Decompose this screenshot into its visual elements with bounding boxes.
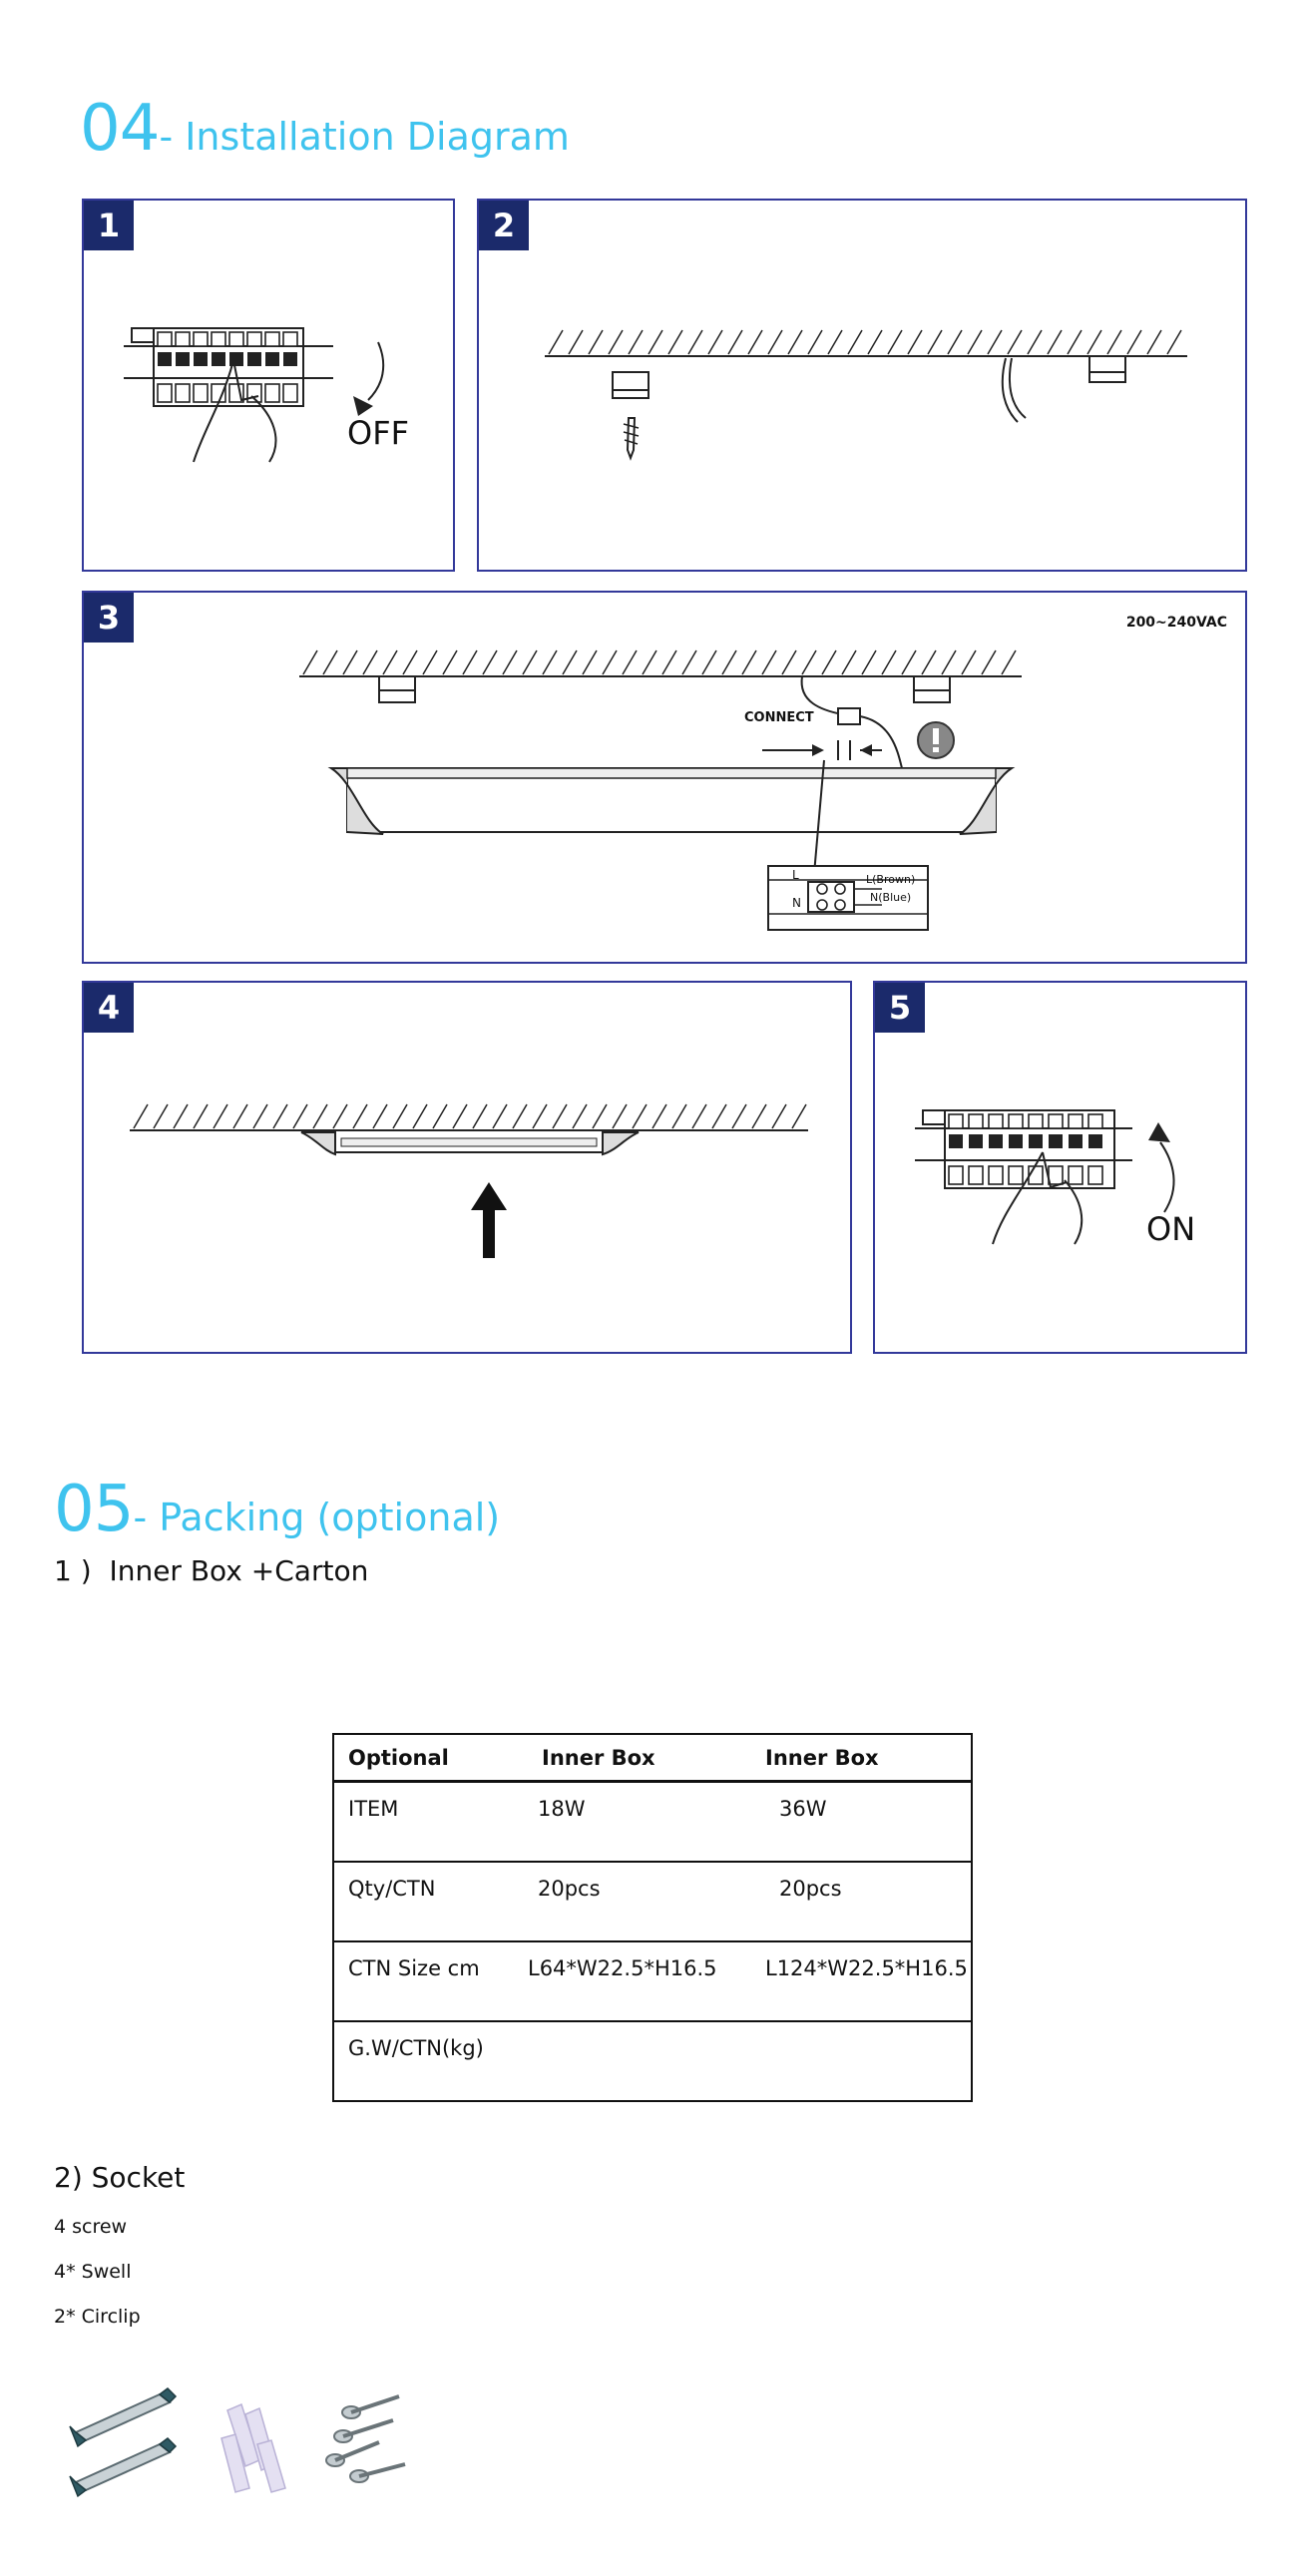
accessories-image	[69, 2387, 406, 2498]
live-wire-label: L(Brown)	[866, 873, 916, 886]
step-3-panel: 3 200~240VAC CONNECT	[82, 591, 1247, 964]
table-cell: CTN Size cm	[333, 1939, 528, 2021]
table-cell: G.W/CTN(kg)	[333, 2019, 528, 2101]
socket-item: 4* Swell	[54, 2261, 132, 2283]
table-cell: ITEM	[333, 1780, 528, 1862]
step-5-badge: 5	[875, 983, 925, 1033]
table-cell: 18W	[528, 1780, 751, 1862]
step-5-panel: 5 ON	[873, 981, 1247, 1354]
table-cell: L64*W22.5*H16.5	[528, 1939, 751, 2021]
table-row: ITEM 18W 36W	[333, 1780, 972, 1862]
packing-heading: 05- Packing (optional)	[54, 1473, 500, 1546]
voltage-label: 200~240VAC	[1125, 615, 1227, 631]
circlip-image	[69, 2387, 178, 2498]
table-header: Inner Box	[751, 1734, 972, 1783]
inner-box-subheading: 1 ) Inner Box +Carton	[54, 1554, 369, 1587]
packing-number: 05	[54, 1473, 134, 1546]
table-cell	[751, 2019, 972, 2101]
installation-title: - Installation Diagram	[159, 115, 570, 159]
breaker-on-illustration	[915, 1109, 1175, 1245]
step-2-badge: 2	[479, 201, 529, 250]
swell-anchor-image	[220, 2402, 286, 2493]
connect-label: CONNECT	[744, 710, 814, 725]
step-2-panel: 2	[477, 199, 1247, 572]
screw-image	[325, 2394, 406, 2483]
step-1-badge: 1	[84, 201, 134, 250]
table-cell: 36W	[751, 1780, 972, 1862]
table-row: Qty/CTN 20pcs 20pcs	[333, 1860, 972, 1941]
table-header: Inner Box	[528, 1734, 751, 1783]
table-header: Optional	[333, 1734, 528, 1783]
step-4-badge: 4	[84, 983, 134, 1033]
wiring-illustration	[299, 649, 1022, 931]
table-cell	[528, 2019, 751, 2101]
socket-item: 2* Circlip	[54, 2306, 141, 2328]
table-cell: L124*W22.5*H16.5	[751, 1939, 972, 2021]
step-1-panel: 1 OFF	[82, 199, 455, 572]
socket-subheading: 2) Socket	[54, 2161, 186, 2194]
n-terminal-mark: N	[792, 896, 801, 910]
ceiling-mount-illustration	[545, 329, 1187, 461]
table-cell: 20pcs	[751, 1860, 972, 1941]
table-header-row: Optional Inner Box Inner Box	[333, 1734, 972, 1783]
table-cell: Qty/CTN	[333, 1860, 528, 1941]
table-cell: 20pcs	[528, 1860, 751, 1941]
fixture-mount-illustration	[130, 1103, 808, 1258]
socket-item: 4 screw	[54, 2216, 128, 2238]
packing-title: - Packing (optional)	[133, 1496, 501, 1539]
neutral-wire-label: N(Blue)	[870, 891, 912, 904]
on-label: ON	[1146, 1210, 1196, 1248]
installation-heading: 04- Installation Diagram	[80, 92, 570, 166]
l-terminal-mark: L	[792, 868, 799, 882]
table-row: G.W/CTN(kg)	[333, 2019, 972, 2101]
breaker-off-illustration	[124, 327, 385, 463]
packing-table: Optional Inner Box Inner Box ITEM 18W 36…	[332, 1733, 973, 2102]
off-label: OFF	[347, 414, 409, 452]
installation-number: 04	[80, 92, 160, 166]
step-4-panel: 4	[82, 981, 852, 1354]
table-row: CTN Size cm L64*W22.5*H16.5 L124*W22.5*H…	[333, 1939, 972, 2021]
step-3-badge: 3	[84, 593, 134, 643]
